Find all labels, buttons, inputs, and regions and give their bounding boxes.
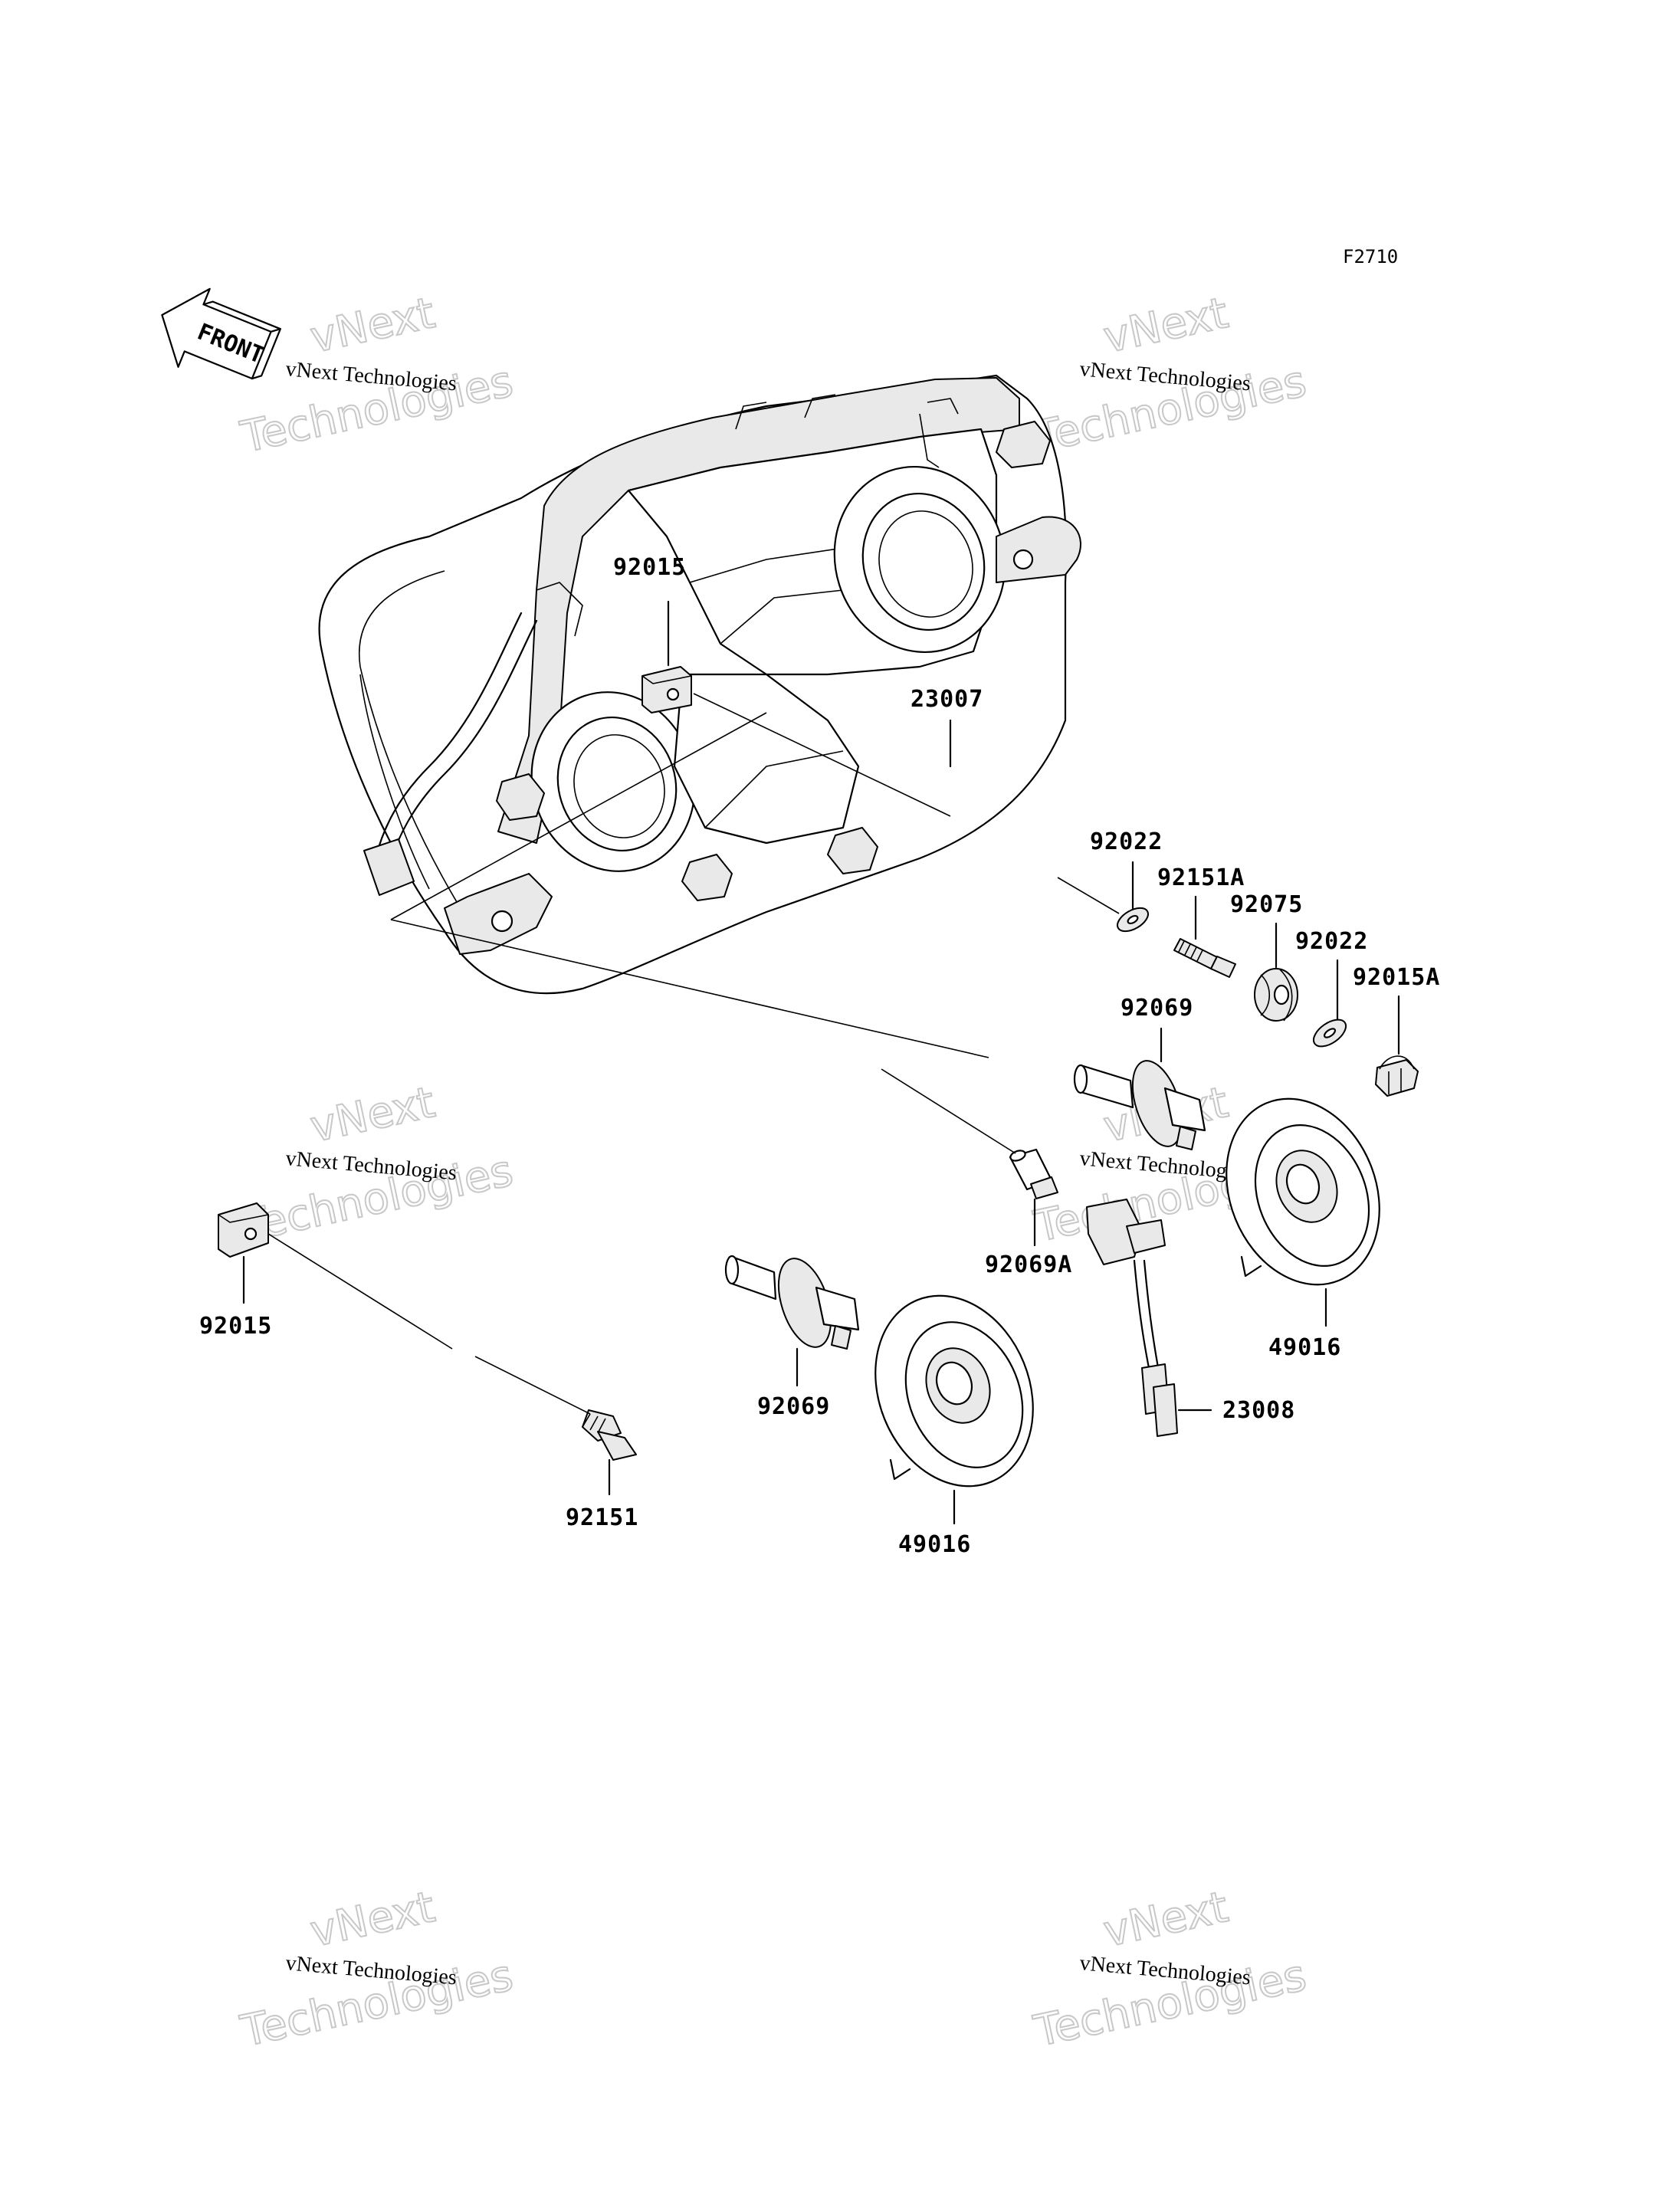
part-92069A-wedge-bulb [1009,1148,1058,1199]
figure-code: F2710 [1343,246,1398,267]
callout-23007: 23007 [911,686,983,713]
callout-23008: 23008 [1222,1397,1295,1424]
callout-92151: 92151 [566,1504,638,1531]
part-92015-clip-left [218,1202,269,1258]
callout-92075: 92075 [1230,891,1303,918]
reference-line-92015 [693,693,951,817]
part-92015-clip-top [641,666,692,713]
watermark-middle-left: vNext Technologies vNext Technologies [235,1077,517,1253]
callout-92069A: 92069A [985,1251,1072,1278]
part-92151-bolt [582,1409,637,1461]
watermark-bottom-right: vNext Technologies vNext Technologies [1029,1881,1311,2058]
part-23008-socket-harness [1086,1199,1178,1437]
part-92022-washer-b [1312,1018,1347,1048]
part-92075-grommet [1254,968,1298,1022]
part-92015A-cap-nut [1375,1055,1419,1097]
callout-92022-b: 92022 [1295,928,1368,955]
svg-text:vNext: vNext [1099,1882,1232,1957]
part-92022-washer-a [1117,907,1149,933]
watermark-bottom-left: vNext Technologies vNext Technologies [235,1881,517,2058]
callout-49016-right: 49016 [1268,1334,1341,1361]
reference-line-92151 [474,1356,591,1415]
reference-line-frame-b [390,919,989,1058]
callout-92151A: 92151A [1157,864,1245,891]
callout-49016-center: 49016 [898,1531,971,1558]
front-arrow-icon: FRONT [161,287,281,380]
callout-92022-a: 92022 [1090,828,1163,855]
part-92151A-stud-bolt [1173,938,1236,978]
svg-text:vNext: vNext [306,1882,439,1957]
part-92069-bulb-center [724,1255,860,1350]
callout-92069-right: 92069 [1121,995,1193,1022]
headlight-housing-23007 [318,374,1081,995]
watermark-top-left: vNext Technologies vNext Technologies [235,287,517,464]
reference-line-92069A [881,1068,1016,1154]
watermark-top-right: vNext Technologies vNext Technologies [1029,287,1311,464]
part-49016-cover-right [1226,1097,1380,1286]
callout-92015-left: 92015 [199,1313,272,1340]
reference-line-92022 [1057,877,1120,914]
reference-line-92015-left [267,1233,453,1350]
reference-line-frame-a [390,712,767,920]
callout-92015-top: 92015 [613,554,686,581]
callout-92069-center: 92069 [757,1393,830,1420]
part-92069-bulb-right [1073,1060,1206,1150]
part-49016-cover-center [874,1294,1034,1488]
callout-92015A: 92015A [1353,964,1440,991]
svg-text:vNext: vNext [306,288,439,363]
svg-text:vNext: vNext [306,1078,439,1153]
svg-text:vNext: vNext [1099,288,1232,363]
